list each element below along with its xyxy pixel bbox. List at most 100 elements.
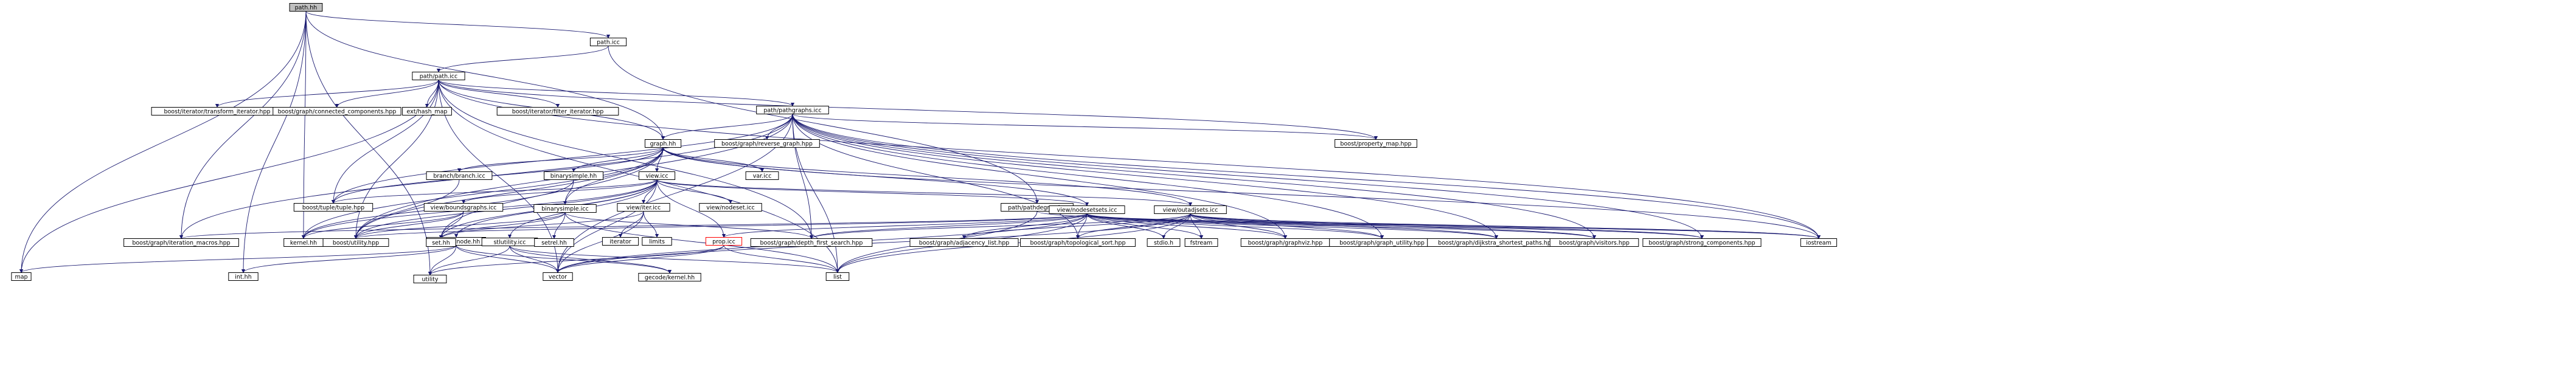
node-label: prop.icc <box>712 238 735 245</box>
node-box[interactable] <box>1549 238 1639 247</box>
node-box[interactable] <box>589 38 627 46</box>
node-box[interactable] <box>273 107 401 115</box>
node-box[interactable] <box>638 273 701 281</box>
node-box[interactable] <box>423 203 504 212</box>
node-limits[interactable]: limits <box>642 237 672 246</box>
node-label: boost/graph/reverse_graph.hpp <box>721 140 813 147</box>
node-view-icc[interactable]: view.icc <box>638 171 676 180</box>
node-utility[interactable]: utility <box>413 275 447 283</box>
node-box[interactable] <box>617 203 670 212</box>
node-box[interactable] <box>714 139 820 148</box>
node-view-nodeset-icc[interactable]: view/nodeset.icc <box>699 203 762 212</box>
node-box[interactable] <box>642 237 672 246</box>
node-boost-graph-connected-components-hpp[interactable]: boost/graph/connected_components.hpp <box>273 107 401 115</box>
node-binarysimple-hh[interactable]: binarysimple.hh <box>544 171 603 180</box>
node-boost-graph-dijkstra-shortest-paths-hpp[interactable]: boost/graph/dijkstra_shortest_paths.hpp <box>1427 238 1566 247</box>
node-box[interactable] <box>1642 238 1762 247</box>
node-box[interactable] <box>745 171 779 180</box>
node-box[interactable] <box>644 139 682 148</box>
node-label: var.icc <box>753 173 772 179</box>
node-boost-graph-depth-first-search-hpp[interactable]: boost/graph/depth_first_search.hpp <box>750 238 873 247</box>
node-box[interactable] <box>11 272 32 281</box>
node-int-hh[interactable]: int.hh <box>228 272 259 281</box>
node-view-nodesetsets-icc[interactable]: view/nodesetsets.icc <box>1049 205 1125 214</box>
node-box[interactable] <box>413 275 447 283</box>
node-box[interactable] <box>543 272 573 281</box>
node-box[interactable] <box>1154 205 1227 214</box>
node-box[interactable] <box>534 238 574 247</box>
node-stlutility-icc[interactable]: stlutility.icc <box>481 238 538 246</box>
node-box[interactable] <box>756 106 829 114</box>
node-box[interactable] <box>909 238 1019 247</box>
node-box[interactable] <box>1049 205 1125 214</box>
node-box[interactable] <box>228 272 259 281</box>
node-boost-iterator-transform-iterator-hpp[interactable]: boost/iterator/transform_iterator.hpp <box>151 107 283 115</box>
node-box[interactable] <box>426 171 493 180</box>
node-view-boundsgraphs-icc[interactable]: view/boundsgraphs.icc <box>423 203 504 212</box>
node-label: boost/utility.hpp <box>333 240 379 246</box>
node-box[interactable] <box>533 204 597 213</box>
node-box[interactable] <box>825 272 850 281</box>
node-box[interactable] <box>322 238 389 247</box>
node-map[interactable]: map <box>11 272 32 281</box>
edges <box>19 11 1821 276</box>
node-path-icc[interactable]: path.icc <box>589 38 627 46</box>
node-set-hh[interactable]: set.hh <box>426 238 456 247</box>
node-path-path-icc[interactable]: path/path.icc <box>412 72 465 80</box>
node-box[interactable] <box>1147 238 1181 247</box>
node-boost-graph-topological-sort-hpp[interactable]: boost/graph/topological_sort.hpp <box>1020 238 1136 247</box>
node-vector[interactable]: vector <box>543 272 573 281</box>
node-stdio-h[interactable]: stdio.h <box>1147 238 1181 247</box>
node-boost-graph-adjacency-list-hpp[interactable]: boost/graph/adjacency_list.hpp <box>909 238 1019 247</box>
node-box[interactable] <box>544 171 603 180</box>
node-box[interactable] <box>1184 238 1218 247</box>
node-boost-graph-graphviz-hpp[interactable]: boost/graph/graphviz.hpp <box>1240 238 1330 247</box>
node-box[interactable] <box>1800 238 1838 247</box>
node-boost-graph-visitors-hpp[interactable]: boost/graph/visitors.hpp <box>1549 238 1639 247</box>
node-fstream[interactable]: fstream <box>1184 238 1218 247</box>
node-view-iter-icc[interactable]: view/iter.icc <box>617 203 670 212</box>
node-box[interactable] <box>123 238 239 247</box>
node-var-icc[interactable]: var.icc <box>745 171 779 180</box>
node-path-hh[interactable]: path.hh <box>289 3 323 12</box>
node-ext-hash-map[interactable]: ext/hash_map <box>402 107 452 115</box>
node-box[interactable] <box>699 203 762 212</box>
node-box[interactable] <box>602 237 639 246</box>
node-iterator[interactable]: iterator <box>602 237 639 246</box>
node-kernel-hh[interactable]: kernel.hh <box>283 238 324 247</box>
node-box[interactable] <box>402 107 452 115</box>
node-binarysimple-icc[interactable]: binarysimple.icc <box>533 204 597 213</box>
node-boost-graph-reverse-graph-hpp[interactable]: boost/graph/reverse_graph.hpp <box>714 139 820 148</box>
node-boost-iterator-filter-iterator-hpp[interactable]: boost/iterator/filter_iterator.hpp <box>496 107 619 115</box>
node-pathgraphs-icc[interactable]: path/pathgraphs.icc <box>756 106 829 114</box>
node-graph-hh[interactable]: graph.hh <box>644 139 682 148</box>
node-boost-utility-hpp[interactable]: boost/utility.hpp <box>322 238 389 247</box>
node-box[interactable] <box>1335 139 1417 148</box>
node-box[interactable] <box>426 238 456 247</box>
node-box[interactable] <box>289 3 323 12</box>
edge-binarysimple-icc-to-set-hh <box>439 212 566 240</box>
node-list[interactable]: list <box>825 272 850 281</box>
node-iostream[interactable]: iostream <box>1800 238 1838 247</box>
node-boost-tuple-tuple-hpp[interactable]: boost/tuple/tuple.hpp <box>293 203 373 212</box>
node-box[interactable] <box>412 72 465 80</box>
node-box[interactable] <box>638 171 676 180</box>
node-box[interactable] <box>705 237 743 246</box>
node-view-outadjsets-icc[interactable]: view/outadjsets.icc <box>1154 205 1227 214</box>
node-boost-property-map-hpp[interactable]: boost/property_map.hpp <box>1335 139 1417 148</box>
node-gecode-kernel-hh[interactable]: gecode/kernel.hh <box>638 273 701 281</box>
node-box[interactable] <box>293 203 373 212</box>
node-box[interactable] <box>750 238 873 247</box>
node-prop-icc[interactable]: prop.icc <box>705 237 743 246</box>
node-box[interactable] <box>496 107 619 115</box>
node-box[interactable] <box>1020 238 1136 247</box>
edge-pathgraphs-icc-to-boost-property-map-hpp <box>792 114 1378 140</box>
edge-binarysimple-icc-to-setrel-hh <box>552 212 566 240</box>
node-setrel-hh[interactable]: setrel.hh <box>534 238 574 247</box>
edge-view-boundsgraphs-icc-to-kernel-hh <box>301 211 464 240</box>
node-boost-graph-iteration-macros-hpp[interactable]: boost/graph/iteration_macros.hpp <box>123 238 239 247</box>
node-boost-graph-strong-components-hpp[interactable]: boost/graph/strong_components.hpp <box>1642 238 1762 247</box>
node-branch-icc[interactable]: branch/branch.icc <box>426 171 493 180</box>
node-label: set.hh <box>432 240 450 246</box>
node-boost-graph-graph-utility-hpp[interactable]: boost/graph/graph_utility.hpp <box>1329 238 1435 247</box>
